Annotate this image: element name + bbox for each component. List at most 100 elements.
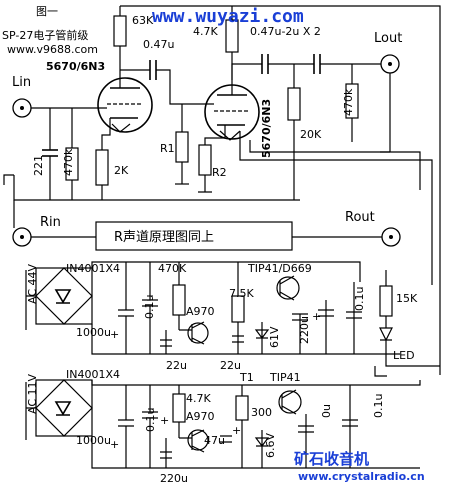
supply-1-ground <box>91 324 400 355</box>
label-r1: R1 <box>160 142 175 155</box>
label-0-1u-1: 0.1u <box>143 295 156 319</box>
cap-22u-a <box>160 330 172 354</box>
bridge-1-diode <box>54 289 72 304</box>
label-47u: 47u <box>204 434 225 447</box>
plus-mark: + <box>160 414 169 427</box>
cap-220u-1 <box>292 313 308 354</box>
cap-47u <box>220 435 232 443</box>
bridge-2-diode <box>54 401 72 416</box>
plus-mark: + <box>312 310 321 323</box>
note-box-text: R声道原理图同上 <box>114 230 214 245</box>
label-22u-b: 22u <box>220 359 241 372</box>
bridge-2-diamond <box>35 379 93 437</box>
resistor-4-7k-reg <box>172 393 186 423</box>
plus-mark: + <box>110 438 119 451</box>
lin-jack-pin <box>20 106 24 110</box>
cap-01u-1 <box>142 262 158 354</box>
label-bridge-2: IN4001X4 <box>66 368 120 381</box>
label-221: 221 <box>32 155 45 176</box>
resistor-r2 <box>198 144 212 176</box>
led-symbol <box>379 327 393 342</box>
wire <box>101 118 111 150</box>
figure-label: 图一 <box>36 5 58 18</box>
wire <box>25 270 36 330</box>
tube-2-heater <box>219 130 241 141</box>
plus-mark: + <box>232 424 241 437</box>
label-470k-in: 470k <box>62 148 75 176</box>
label-tip41: TIP41 <box>269 371 301 384</box>
label-15k: 15K <box>396 292 418 305</box>
label-63k: 63K <box>132 14 154 27</box>
cap-1000u-1 <box>118 262 134 354</box>
cap-01u-2 <box>318 300 334 354</box>
q-tip41 <box>278 390 302 414</box>
lout-jack-pin <box>388 62 392 66</box>
tube-1-envelope <box>97 77 153 133</box>
label-2k: 2K <box>114 164 129 177</box>
label-61v: 61V <box>268 326 281 348</box>
lin-label: Lin <box>12 75 31 90</box>
q-a970-2-legs <box>179 429 205 453</box>
wire <box>25 382 36 440</box>
tube-1-heater <box>111 123 131 133</box>
rin-jack-pin <box>20 235 24 239</box>
wire <box>231 63 262 80</box>
label-t1: T1 <box>239 371 254 384</box>
label-22u-a: 22u <box>166 359 187 372</box>
label-a970-2: A970 <box>186 410 215 423</box>
wire <box>156 69 214 105</box>
q-tip41-2-legs <box>281 389 297 415</box>
label-470k-out: 470k <box>342 88 355 116</box>
q-a970-1-legs <box>179 321 205 345</box>
q-a970-1 <box>187 322 209 344</box>
label-r2: R2 <box>212 166 227 179</box>
site-logo: 矿石收音机 <box>294 450 369 468</box>
cap-220u-2 <box>160 438 172 468</box>
cap-01u-2b <box>346 282 362 354</box>
zener-61v <box>254 322 270 354</box>
label-tip41-d669: TIP41/D669 <box>247 262 312 275</box>
label-led: LED <box>393 349 415 362</box>
bridge-1-diamond <box>35 267 93 325</box>
resistor-2k <box>95 149 109 186</box>
supply-2-rail <box>91 380 421 386</box>
label-4-7k-reg: 4.7K <box>186 392 211 405</box>
ground <box>374 366 387 377</box>
tube-label-1: 5670/6N3 <box>46 60 105 73</box>
label-300: 300 <box>251 406 272 419</box>
supply-2-ground <box>91 436 420 469</box>
cap-22u-b <box>232 335 244 343</box>
lout-label: Lout <box>374 31 402 46</box>
watermark-url: www.wuyazi.com <box>152 6 304 27</box>
label-470k-reg: 470K <box>158 262 187 275</box>
tube-label-2: 5670/6N3 <box>260 99 273 158</box>
heater-wire <box>239 131 433 285</box>
resistor-300 <box>235 395 249 421</box>
wire <box>204 125 226 145</box>
supply-1-rail <box>91 261 361 282</box>
q-tip41-d669 <box>276 276 300 300</box>
watermark-bottom: www.crystalradio.cn <box>298 470 425 483</box>
label-bridge-1: IN4001X4 <box>66 262 120 275</box>
note-box <box>95 221 293 251</box>
label-a970-1: A970 <box>186 305 215 318</box>
ground-symbol <box>3 174 14 185</box>
plus-mark: + <box>110 328 119 341</box>
label-ac-11v: AC 11V <box>26 373 39 414</box>
label-0-47u: 0.47u <box>143 38 174 51</box>
label-0-47u-2u: 0.47u-2u X 2 <box>250 25 321 38</box>
resistor-63k <box>113 15 127 47</box>
label-100u: 0u <box>320 404 333 418</box>
cap-01u-4 <box>342 385 358 468</box>
wire <box>385 340 440 367</box>
resistor-470k-reg <box>172 284 186 316</box>
label-20k: 20K <box>300 128 322 141</box>
label-0-1u-2: 0.1u <box>353 287 366 311</box>
resistor-15k <box>379 285 393 317</box>
ground-bus <box>13 175 300 201</box>
ground <box>198 175 212 193</box>
cap-01u-3 <box>142 385 158 468</box>
label-220u-1: 220u <box>298 316 311 344</box>
label-7-5k: 7.5K <box>229 287 254 300</box>
label-6-6v: 6.6V <box>264 433 277 458</box>
